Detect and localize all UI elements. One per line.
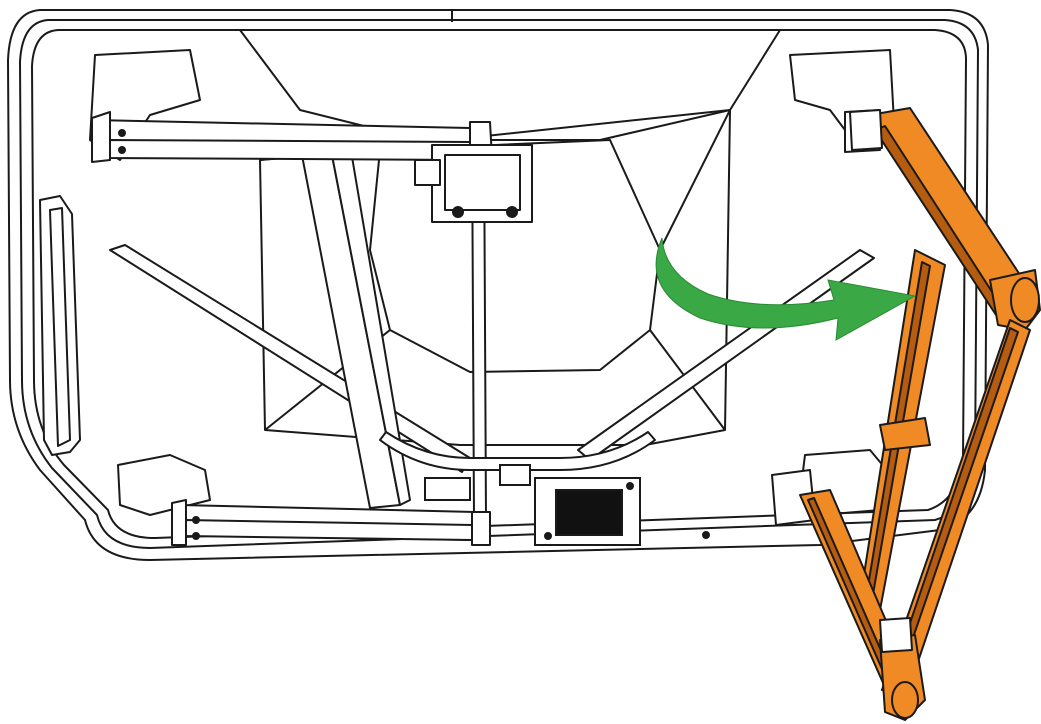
bolt: [118, 129, 126, 137]
table-top-inner-rim: [19, 19, 979, 549]
left-edge-strip-inner: [49, 207, 71, 447]
center-recess-inner: [369, 139, 661, 373]
bracket-inner: [444, 154, 521, 211]
leg-bottom-hinge: [471, 511, 491, 546]
tray-bar: [379, 431, 656, 471]
bolt: [626, 482, 634, 490]
bolt: [118, 146, 126, 154]
table-top-recess: [31, 29, 967, 539]
center-bracket: [414, 144, 533, 223]
leg-mid-hinge: [879, 417, 931, 451]
bolt: [192, 532, 200, 540]
left-edge-strip: [39, 195, 81, 456]
cross-braces: [109, 129, 875, 521]
center-recess-outer: [239, 29, 781, 141]
folded-leg-top: [91, 111, 493, 163]
bracket-wheel: [452, 206, 464, 218]
leg-bottom-bracket: [879, 617, 913, 653]
bolt: [702, 531, 710, 539]
corner-pocket-bottom-left: [117, 454, 211, 516]
label-plate-area: [424, 464, 710, 546]
recess-line-d: [659, 109, 731, 251]
folded-leg-top-face: [109, 139, 473, 161]
corner-pocket-top-left: [89, 49, 201, 161]
folded-leg-bottom: [171, 499, 491, 546]
bracket-clip: [414, 159, 441, 186]
rotation-arrow: [655, 237, 917, 341]
folded-leg-top-cap: [91, 111, 111, 163]
unfolded-leg: [799, 107, 1041, 721]
bolt: [192, 516, 200, 524]
leg-foot-bottom-cap: [891, 681, 919, 719]
bottom-clip-b: [499, 464, 531, 486]
bolt: [544, 532, 552, 540]
folded-leg-bottom-cap: [171, 499, 187, 546]
bracket-wheel: [506, 206, 518, 218]
curved-arrow-icon: [655, 237, 917, 341]
leg-foot-cap: [1010, 277, 1040, 323]
bottom-clip: [424, 477, 471, 501]
label-plate: [555, 489, 623, 536]
leg-top-bracket: [849, 109, 883, 151]
